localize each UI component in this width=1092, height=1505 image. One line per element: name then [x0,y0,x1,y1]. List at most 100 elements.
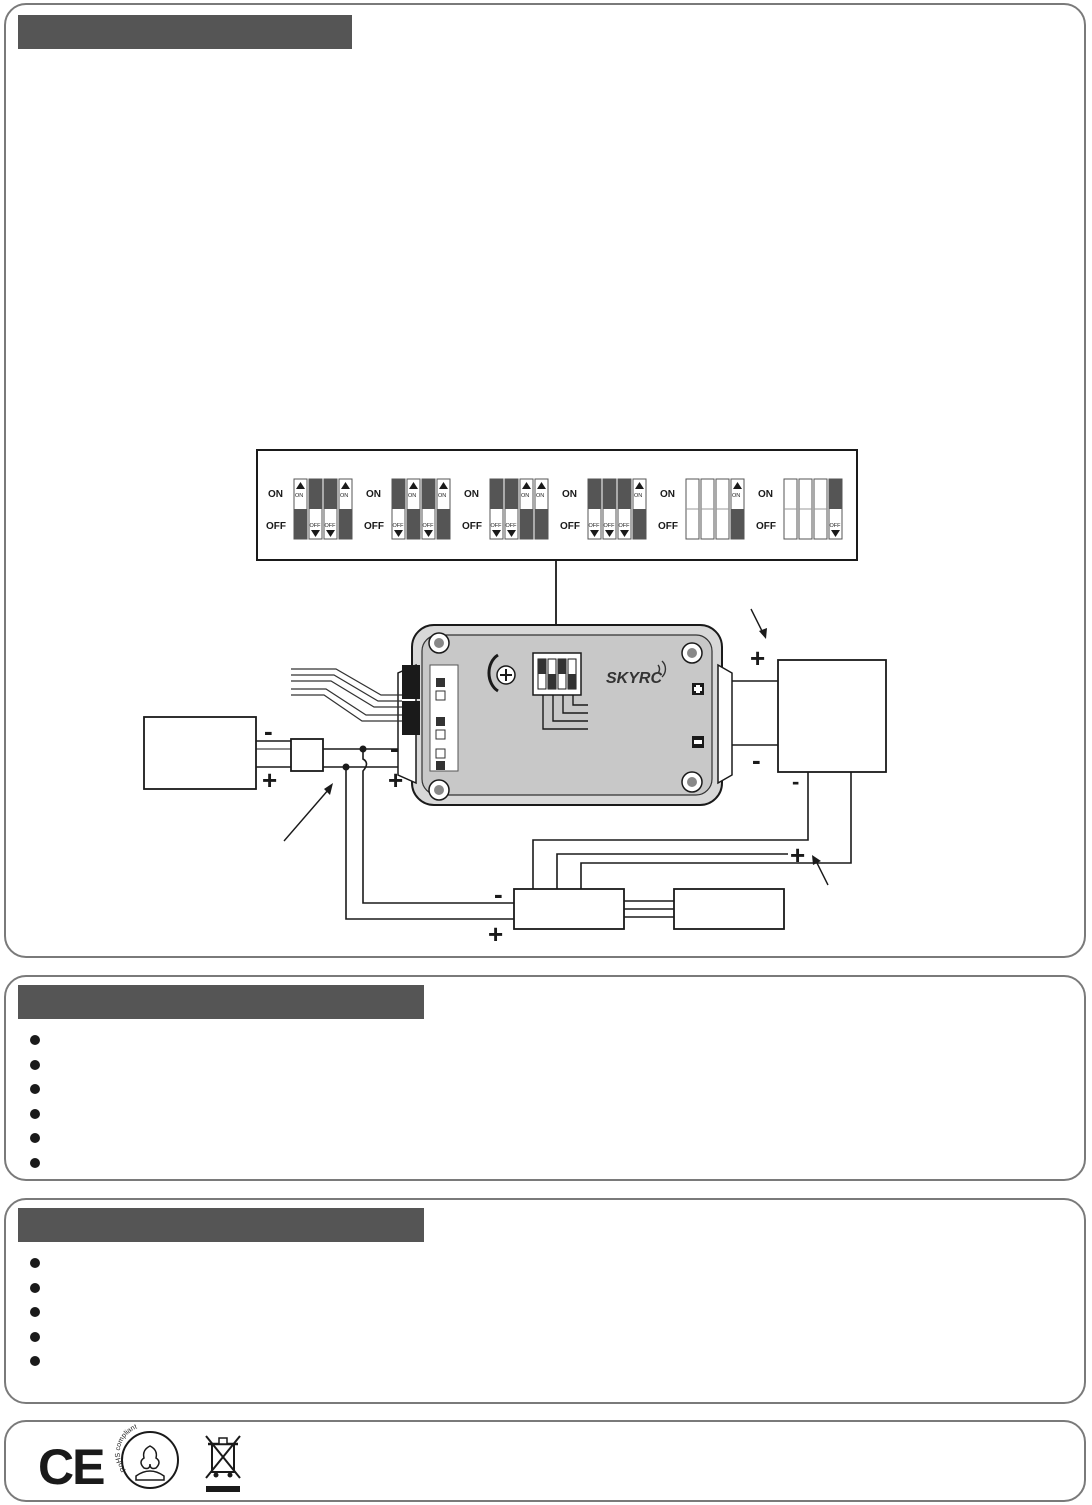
switch-on-label: ON [366,489,381,500]
dip-switch [813,478,828,540]
dip-switch: OFF [421,478,436,540]
switch-off-label: OFF [830,523,842,529]
compliance-panel: CE RoHS compliant [4,1420,1086,1502]
dip-switch: ON [534,478,549,540]
dip-switch: ON [730,478,745,540]
dip-switch: ON [436,478,451,540]
switch-off-label: OFF [266,521,286,532]
switch-on-label: ON [758,489,773,500]
device-plus-label: + [388,765,403,795]
switch-off-label: OFF [619,523,631,529]
bullet-dot-icon [30,1133,40,1143]
bullet-dot-icon [30,1258,40,1268]
bullet-dot-icon [30,1282,40,1293]
switch-on-label: ON [340,493,348,499]
warnings-panel [4,1198,1086,1404]
dip-switch: OFF [323,478,338,540]
esc-minus-label: - [494,879,503,909]
bullet-dot-icon [30,1356,40,1366]
dip-switch-settings-box [256,449,858,561]
bullet-dot-icon [30,1059,40,1070]
battery-minus-label: - [264,716,273,746]
switch-on-label: ON [438,493,446,499]
dip-switch: OFF [602,478,617,540]
compliance-marks: CE RoHS compliant [38,1424,241,1495]
notes-panel [4,975,1086,1181]
motor-box [673,888,785,930]
load-plus-label: + [750,643,765,673]
switch-on-label: ON [408,493,416,499]
switch-off-label: OFF [658,521,678,532]
dip-switch: OFF [308,478,323,540]
switch-off-label: OFF [310,523,322,529]
dip-switch: OFF [587,478,602,540]
arrow-down-icon [326,530,335,537]
arrow-down-icon [605,530,614,537]
switch-on-label: ON [295,493,303,499]
dip-switch [783,478,798,540]
bullet-dot-icon [30,1084,40,1094]
device-minus-label: - [390,733,399,763]
load-bottom-plus-label: + [790,840,805,870]
switch-on-label: ON [521,493,529,499]
dip-switch [715,478,730,540]
arrow-down-icon [424,530,433,537]
switch-on-label: ON [536,493,544,499]
switch-on-label: ON [268,489,283,500]
esc-plus-label: + [488,919,503,949]
bullet-dot-icon [30,1108,40,1119]
switch-off-label: OFF [560,521,580,532]
arrow-down-icon [620,530,629,537]
switch-off-label: OFF [756,521,776,532]
arrow-up-icon [439,482,448,489]
arrow-down-icon [311,530,320,537]
load-bottom-minus-label: - [792,769,799,794]
dip-switch: ON [293,478,308,540]
arrow-down-icon [590,530,599,537]
arrow-up-icon [522,482,531,489]
dip-switch [798,478,813,540]
dip-switch: OFF [504,478,519,540]
skyrc-device: SKYRC [397,624,733,806]
dip-switch: ON [632,478,647,540]
dip-switch [700,478,715,540]
switch-box [290,738,324,772]
dip-switch: OFF [391,478,406,540]
rohs-icon: RoHS compliant [115,1424,179,1489]
dip-switch: ON [338,478,353,540]
arrow-down-icon [507,530,516,537]
arrow-up-icon [341,482,350,489]
switch-on-label: ON [634,493,642,499]
switch-off-label: OFF [604,523,616,529]
bullet-dot-icon [30,1331,40,1342]
ce-mark: CE [38,1439,104,1495]
switch-off-label: OFF [506,523,518,529]
switch-off-label: OFF [325,523,337,529]
warnings-section-header [18,1208,424,1242]
wireless-icon [657,660,667,678]
dip-switch [685,478,700,540]
dip-switch: OFF [828,478,843,540]
load-box [777,659,887,773]
arrow-down-icon [394,530,403,537]
switch-off-label: OFF [589,523,601,529]
arrow-pointer-icon [759,628,767,639]
arrow-down-icon [492,530,501,537]
dip-switch: OFF [617,478,632,540]
device-brand-logo: SKYRC [606,670,662,687]
switch-group: ON OFF OFF [756,478,843,540]
arrow-up-icon [296,482,305,489]
switch-off-label: OFF [364,521,384,532]
arrow-up-icon [635,482,644,489]
weee-bin-icon [205,1435,241,1492]
arrow-down-icon [831,530,840,537]
switch-on-label: ON [562,489,577,500]
switch-on-label: ON [732,493,740,499]
notes-section-header [18,985,424,1019]
switch-on-label: ON [464,489,479,500]
